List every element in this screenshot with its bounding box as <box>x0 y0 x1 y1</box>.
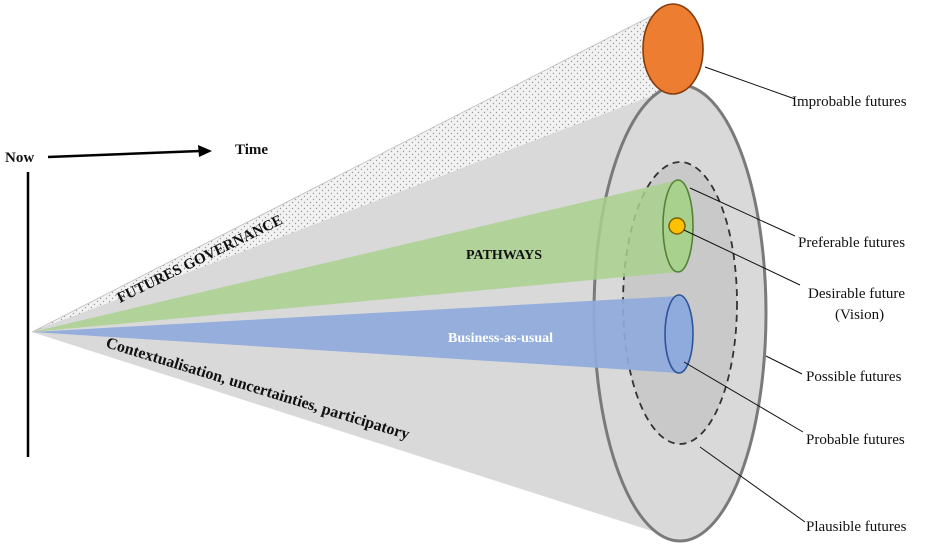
probable-leader-line <box>683 361 804 433</box>
improbable-futures-label: Improbable futures <box>792 94 907 110</box>
preferable-leader-line <box>689 187 796 237</box>
pathways-cone <box>32 180 678 332</box>
pathways-label: PATHWAYS <box>466 248 542 263</box>
plausible-futures-label: Plausible futures <box>806 519 907 535</box>
time-arrow-line <box>47 149 201 159</box>
possible-leader-line <box>765 355 803 375</box>
desirable-future-label: Desirable future <box>808 286 905 302</box>
probable-futures-ellipse <box>664 294 694 374</box>
possible-futures-cone <box>32 85 680 540</box>
business-as-usual-cone <box>32 296 679 373</box>
business-as-usual-label: Business-as-usual <box>448 331 553 346</box>
vision-label: (Vision) <box>835 307 884 323</box>
now-label: Now <box>5 150 34 166</box>
plausible-leader-line <box>699 446 806 523</box>
probable-futures-label: Probable futures <box>806 432 905 448</box>
time-arrow-head <box>198 145 212 157</box>
possible-futures-label: Possible futures <box>806 369 902 385</box>
time-label: Time <box>235 142 268 158</box>
improbable-leader-line <box>704 66 796 100</box>
preferable-futures-label: Preferable futures <box>798 235 905 251</box>
desirable-leader-line <box>683 229 801 286</box>
desirable-future-dot <box>668 217 686 235</box>
improbable-futures-ellipse <box>642 3 704 95</box>
